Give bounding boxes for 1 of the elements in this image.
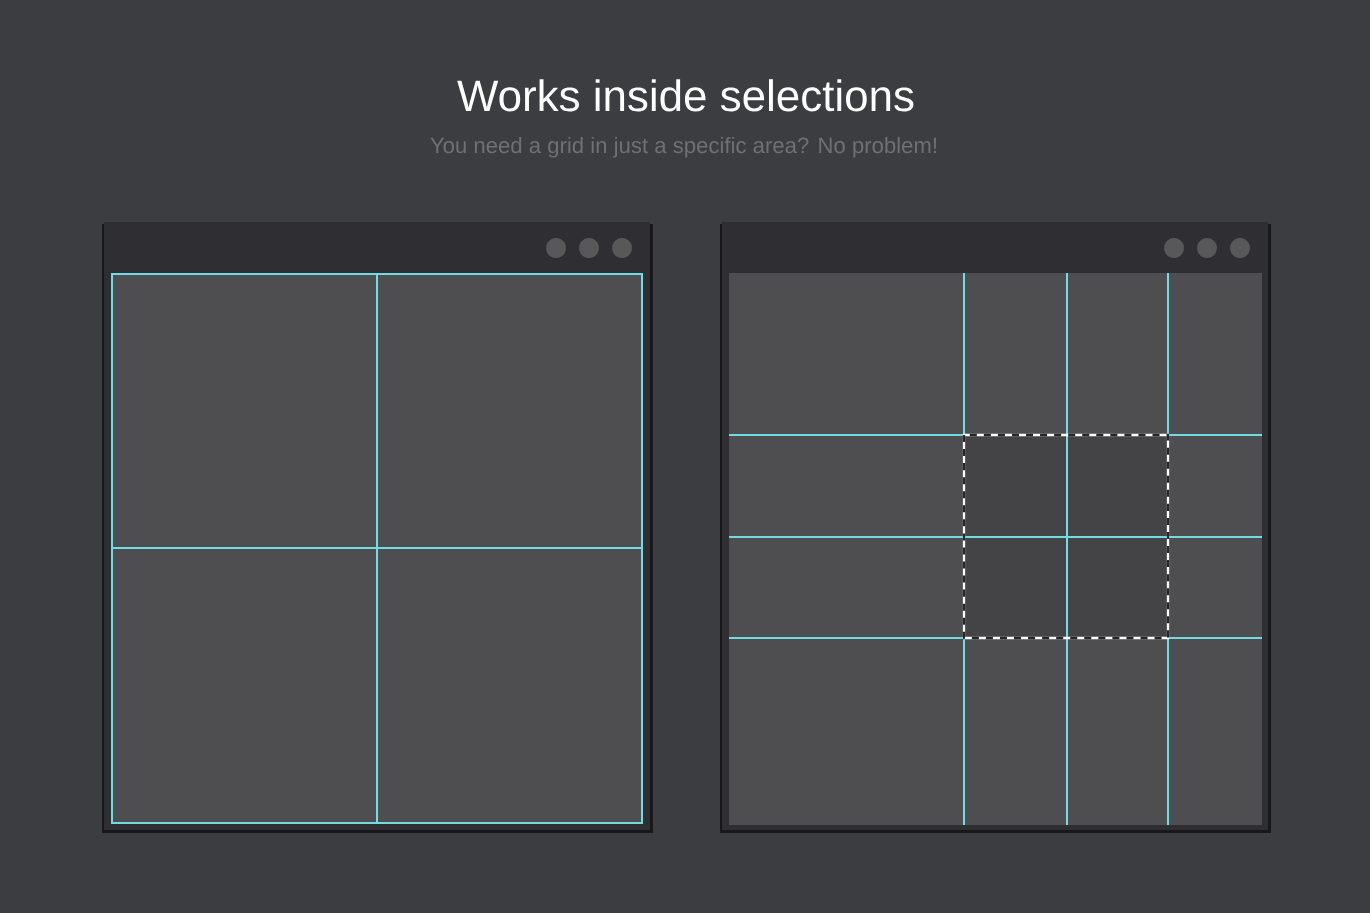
title: Works inside selections [457, 79, 914, 112]
